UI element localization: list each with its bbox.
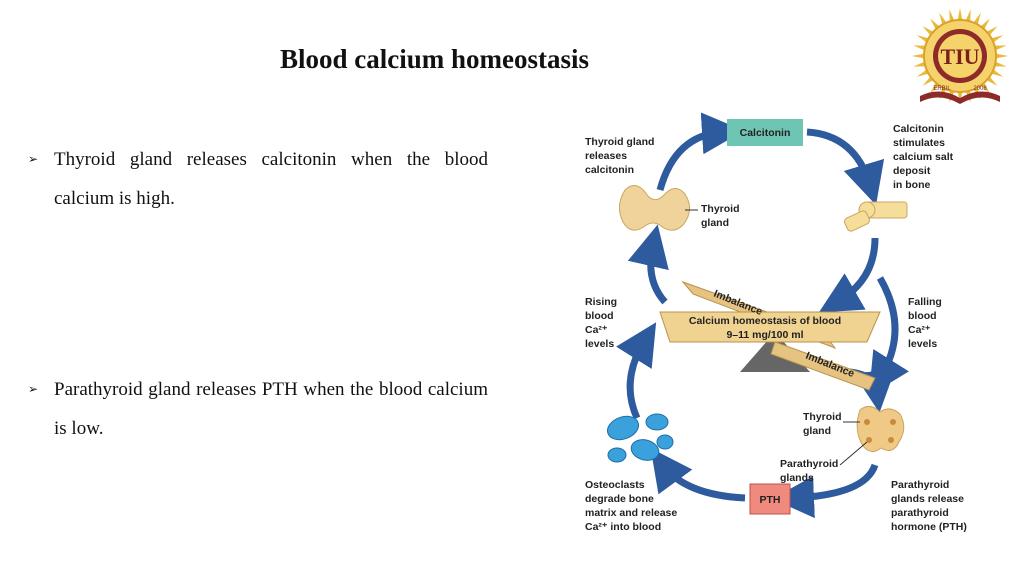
svg-text:Parathyroid: Parathyroid (891, 479, 949, 491)
svg-text:Rising: Rising (585, 296, 617, 308)
svg-text:gland: gland (701, 217, 729, 229)
arrow-bullet-icon: ➢ (28, 382, 39, 396)
svg-text:releases: releases (585, 150, 627, 162)
parathyroid-dots (864, 419, 896, 443)
seesaw (659, 280, 881, 391)
svg-text:Osteoclasts: Osteoclasts (585, 479, 645, 491)
label-thyroid-releases: Thyroid gland releases calcitonin (585, 136, 654, 176)
pth-box (749, 483, 791, 515)
svg-text:glands release: glands release (891, 493, 964, 505)
svg-text:matrix and release: matrix and release (585, 507, 677, 519)
svg-text:hormone (PTH): hormone (PTH) (891, 521, 967, 533)
svg-text:calcium salt: calcium salt (893, 151, 954, 163)
homeostasis-bar (659, 311, 881, 343)
label-osteoclasts: Osteoclasts degrade bone matrix and rele… (585, 479, 677, 533)
calcitonin-box (727, 119, 803, 146)
arrow-rising-to-thyroid (627, 224, 669, 305)
bone-shape (843, 201, 908, 232)
svg-text:Parathyroid: Parathyroid (780, 458, 838, 470)
svg-text:Falling: Falling (908, 296, 942, 308)
arrow-calcitonin-to-bone (806, 128, 885, 206)
calcium-homeostasis-diagram: Calcitonin PTH Imbalance Imbalance Calci… (585, 112, 967, 533)
arrow-falling-to-parathyroid (868, 276, 909, 396)
svg-text:Thyroid: Thyroid (701, 203, 740, 215)
svg-text:degrade bone: degrade bone (585, 493, 654, 505)
bullet-text: Parathyroid gland releases PTH when the … (54, 379, 488, 439)
label-thyroid-gland: Thyroid gland (701, 203, 740, 229)
logo-initials: TIU (940, 44, 979, 69)
svg-text:deposit: deposit (893, 165, 931, 177)
svg-text:blood: blood (908, 310, 937, 322)
thyroid-gland-shape (619, 185, 690, 231)
label-parathyroid-release: Parathyroid glands release parathyroid h… (891, 479, 967, 533)
svg-text:in bone: in bone (893, 179, 930, 191)
label-thyroid-gland-lower: Thyroid gland (803, 411, 842, 437)
svg-text:parathyroid: parathyroid (891, 507, 949, 519)
arrow-parathyroid-to-pth (772, 463, 879, 519)
slide-title: Blood calcium homeostasis (280, 44, 590, 74)
university-logo: TIU ERBIL 2008 (912, 8, 1008, 104)
logo-book (920, 91, 1000, 104)
svg-text:Calcitonin: Calcitonin (893, 123, 944, 135)
arrow-pth-to-osteoclasts (650, 448, 746, 502)
svg-text:levels: levels (585, 338, 614, 350)
svg-text:gland: gland (803, 425, 831, 437)
homeostasis-label-2: 9–11 mg/100 ml (726, 329, 803, 341)
svg-text:blood: blood (585, 310, 614, 322)
pth-label: PTH (760, 494, 781, 506)
arrow-bullet-icon: ➢ (28, 152, 39, 166)
calcitonin-label: Calcitonin (740, 127, 791, 139)
label-parathyroid-glands: Parathyroid glands (780, 458, 838, 484)
svg-text:Ca²⁺: Ca²⁺ (585, 324, 608, 336)
arrow-osteoclasts-to-rising (616, 322, 657, 420)
arrow-thyroid-to-calcitonin (656, 112, 744, 191)
svg-text:stimulates: stimulates (893, 137, 945, 149)
bullet-pth: ➢ Parathyroid gland releases PTH when th… (28, 370, 488, 448)
svg-text:Ca²⁺: Ca²⁺ (908, 324, 931, 336)
osteoclast-cells (607, 413, 674, 463)
homeostasis-label-1: Calcium homeostasis of blood (689, 315, 841, 327)
label-calcitonin-stimulates: Calcitonin stimulates calcium salt depos… (893, 123, 954, 191)
imbalance-bar-bottom (770, 341, 876, 391)
svg-text:levels: levels (908, 338, 937, 350)
svg-text:Thyroid: Thyroid (803, 411, 842, 423)
logo-city: ERBIL (933, 86, 951, 92)
bullet-calcitonin: ➢ Thyroid gland releases calcitonin when… (28, 140, 488, 218)
svg-text:Thyroid gland: Thyroid gland (585, 136, 654, 148)
svg-text:calcitonin: calcitonin (585, 164, 634, 176)
svg-text:glands: glands (780, 472, 814, 484)
svg-text:Ca²⁺ into blood: Ca²⁺ into blood (585, 521, 661, 533)
label-falling: Falling blood Ca²⁺ levels (908, 296, 942, 350)
arrow-bone-to-balance (818, 237, 879, 313)
bullet-text: Thyroid gland releases calcitonin when t… (54, 149, 488, 209)
cycle-arrows (616, 112, 909, 519)
logo-year: 2008 (973, 86, 987, 92)
label-rising: Rising blood Ca²⁺ levels (585, 296, 617, 350)
